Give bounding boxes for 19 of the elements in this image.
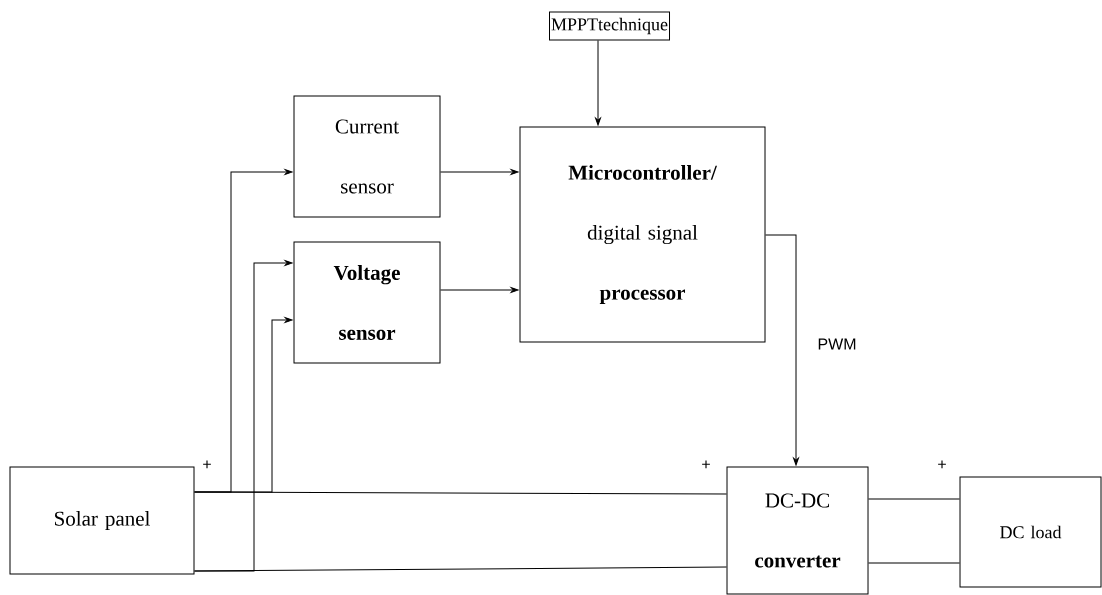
- arrow: [765, 234, 799, 466]
- polarity-sign: +: [203, 460, 211, 469]
- edge-label: PWM: [818, 338, 856, 350]
- arrow: [440, 169, 519, 175]
- wire: [868, 498, 960, 500]
- wire: [868, 562, 960, 564]
- processor-box: Microcontroller/ digital signal processor: [519, 126, 766, 343]
- sensor-box: Voltage sensor: [293, 241, 441, 364]
- wire: [194, 491, 727, 495]
- polarity-sign: +: [702, 460, 710, 469]
- panel-box: Solar panel: [9, 466, 195, 575]
- converter-box: DC-DC converter: [726, 466, 869, 595]
- arrow: [440, 287, 519, 293]
- load-box: DC load: [959, 476, 1102, 588]
- technique-box: MPPTtechnique: [549, 11, 670, 41]
- arrow: [595, 40, 601, 126]
- wire: [194, 566, 727, 572]
- polarity-sign: +: [938, 460, 946, 469]
- sensor-box: Current sensor: [293, 95, 441, 218]
